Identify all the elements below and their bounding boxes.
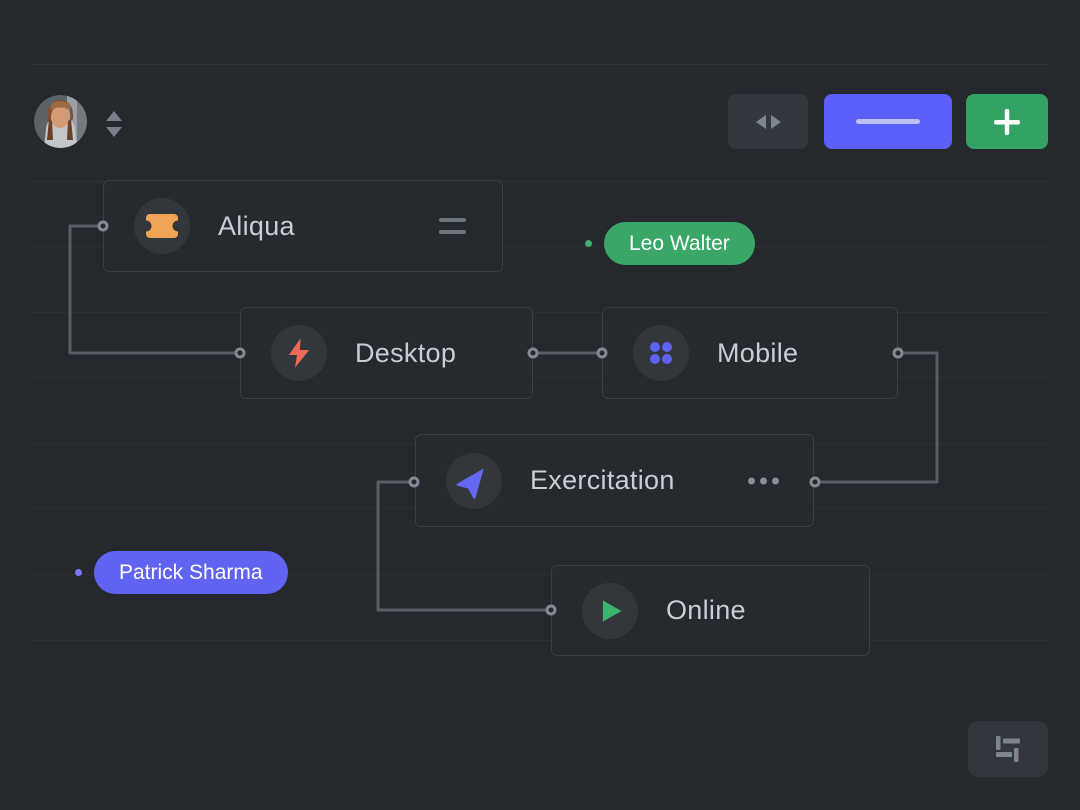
tag-label: Leo Walter [629,231,730,255]
dots-grid-icon [633,325,689,381]
port[interactable] [545,604,557,616]
lightning-icon [271,325,327,381]
status-dot [585,240,592,247]
minus-line-icon [856,119,920,124]
node-mobile[interactable]: Mobile [602,307,898,399]
node-label: Desktop [355,337,457,368]
port[interactable] [527,347,539,359]
horizontal-arrows-icon [755,114,781,129]
send-icon [446,452,502,509]
gridline [32,312,1048,313]
tune-sliders-icon [996,736,1020,762]
width-toggle-button[interactable] [728,94,808,149]
node-exercitation[interactable]: Exercitation [415,434,814,527]
node-label: Online [666,595,746,625]
drag-handle-icon[interactable] [439,218,466,234]
node-aliqua[interactable]: Aliqua [103,180,503,272]
port[interactable] [892,347,904,359]
header-divider [32,64,1048,65]
tag-label: Patrick Sharma [119,560,263,584]
gridline [32,377,1048,378]
gridline [32,181,1048,182]
gridline [32,640,1048,641]
port[interactable] [596,347,608,359]
chevron-up-icon [106,111,122,121]
chevron-down-icon [106,127,122,137]
port[interactable] [234,347,246,359]
node-label: Aliqua [218,210,295,241]
plus-icon [994,108,1020,135]
node-desktop[interactable]: Desktop [240,307,533,399]
avatar-image [34,95,87,148]
node-online[interactable]: Online [551,565,870,656]
add-button[interactable] [966,94,1048,149]
status-dot [75,569,82,576]
node-label: Exercitation [530,465,675,495]
user-avatar[interactable] [34,95,87,148]
play-icon [582,582,638,639]
port[interactable] [408,476,420,488]
avatar-select-control[interactable] [103,111,125,137]
node-label: Mobile [717,337,799,368]
ellipsis-icon[interactable] [748,477,779,484]
port[interactable] [97,220,109,232]
tag-leo-walter[interactable]: Leo Walter [604,222,755,265]
port[interactable] [809,476,821,488]
tag-patrick-sharma[interactable]: Patrick Sharma [94,551,288,594]
settings-button[interactable] [968,721,1048,777]
gridline [32,246,1048,247]
primary-line-button[interactable] [824,94,952,149]
ticket-icon [134,198,190,254]
